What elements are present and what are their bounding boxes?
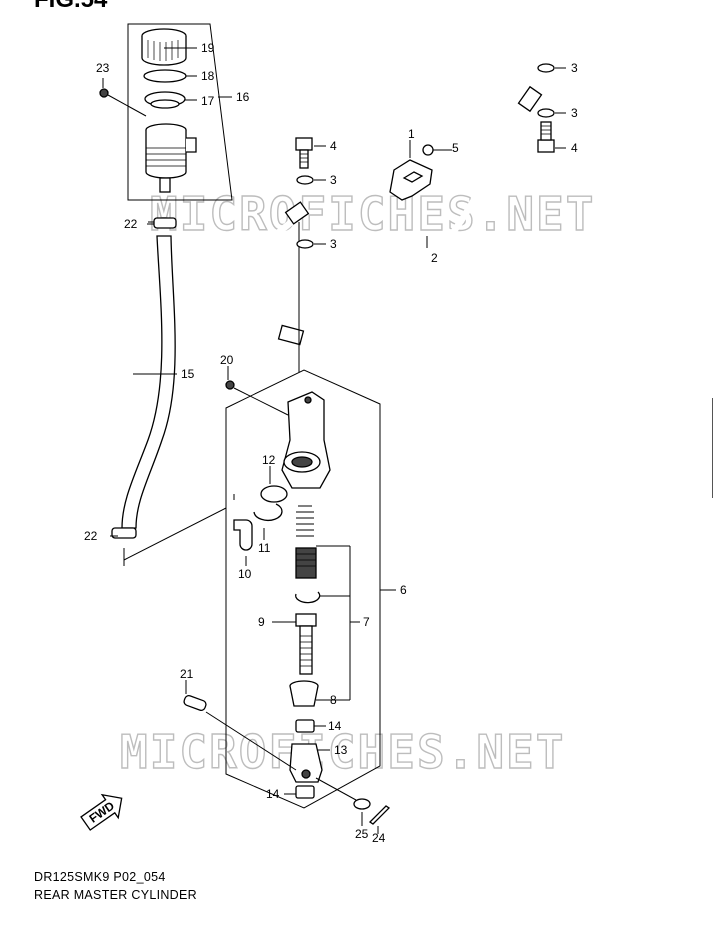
callout-22: 22 [124, 217, 138, 231]
callout-3: 3 [571, 61, 578, 75]
hose-guide [389, 159, 433, 201]
washer-left-a [296, 175, 314, 185]
washer-left-b [296, 239, 314, 249]
callout-15: 15 [181, 367, 195, 381]
clevis-pin [183, 695, 207, 711]
diagram-caption: REAR MASTER CYLINDER [34, 888, 197, 902]
callout-3: 3 [330, 173, 337, 187]
piston-spring [296, 505, 314, 537]
callout-4: 4 [571, 141, 578, 155]
banjo-bolt-right [537, 121, 555, 153]
callout-19: 19 [201, 41, 215, 55]
callout-21: 21 [180, 667, 194, 681]
reservoir-group-outline [127, 23, 233, 201]
callout-2: 2 [431, 251, 438, 265]
o-ring [260, 485, 288, 503]
nut-top [295, 719, 315, 733]
push-rod [295, 613, 317, 675]
guide-screw [422, 144, 452, 156]
rod-end [289, 743, 323, 783]
washer-right-a [537, 63, 555, 73]
snap-ring [295, 591, 321, 604]
brake-hose [240, 85, 543, 346]
banjo-bolt-left [295, 137, 313, 169]
callout-14: 14 [266, 787, 280, 801]
callout-10: 10 [238, 567, 252, 581]
nut-bottom [295, 785, 315, 799]
connector [233, 519, 253, 551]
callout-13: 13 [334, 743, 348, 757]
reservoir-plate [143, 69, 187, 83]
callout-3: 3 [330, 237, 337, 251]
callout-11: 11 [258, 541, 271, 555]
callout-8: 8 [330, 693, 337, 707]
callout-14: 14 [328, 719, 342, 733]
callout-3: 3 [571, 106, 578, 120]
callout-16: 16 [236, 90, 250, 104]
callout-9: 9 [258, 615, 265, 629]
callout-20: 20 [220, 353, 234, 367]
master-cylinder-group-outline [225, 369, 381, 809]
fwd-arrow-icon: FWD [80, 793, 123, 831]
callout-6: 6 [400, 583, 407, 597]
reservoir-cap [141, 28, 187, 66]
callout-25: 25 [355, 827, 369, 841]
boot [289, 680, 319, 707]
watermark-top: MICROFICHES.NET [150, 187, 595, 241]
page-edge-mark [712, 398, 713, 498]
reservoir-diaphragm [144, 91, 186, 109]
reservoir-hose [121, 235, 176, 529]
callout-4: 4 [330, 139, 337, 153]
cotter-pin [368, 805, 391, 825]
callout-18: 18 [201, 69, 215, 83]
mounting-screw [225, 380, 289, 416]
callout-23: 23 [96, 61, 110, 75]
circlip [253, 503, 283, 522]
watermark-bottom: MICROFICHES.NET [120, 725, 565, 779]
piston-cup-kit [295, 547, 317, 579]
master-cylinder-body [281, 391, 331, 489]
hose-clamp-top [148, 217, 177, 229]
reservoir-screw [99, 88, 147, 117]
callout-1: 1 [408, 127, 415, 141]
callout-12: 12 [262, 453, 276, 467]
callout-24: 24 [372, 831, 386, 845]
washer [353, 798, 371, 810]
callout-5: 5 [452, 141, 459, 155]
washer-right-b [537, 108, 555, 118]
callout-22: 22 [84, 529, 98, 543]
diagram-code: DR125SMK9 P02_054 [34, 870, 166, 884]
figure-title: FIG.54 [34, 0, 107, 14]
reservoir-body [145, 123, 197, 193]
callout-17: 17 [201, 94, 215, 108]
callout-7: 7 [363, 615, 370, 629]
